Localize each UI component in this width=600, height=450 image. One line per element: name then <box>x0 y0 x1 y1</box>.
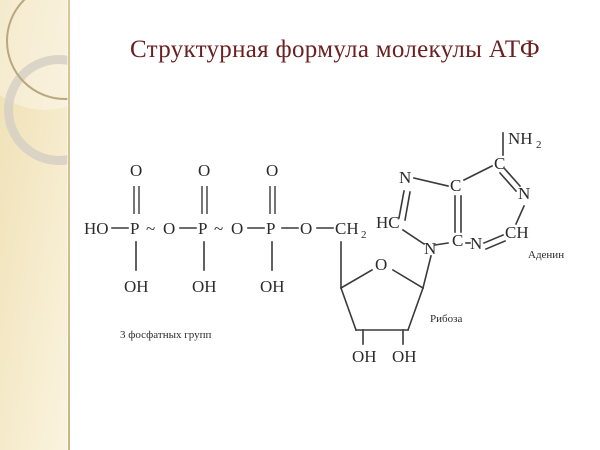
label-bridge-o-1: O <box>163 219 175 238</box>
bond-n7-c5 <box>413 177 449 187</box>
label-adenine-c4: C <box>452 231 463 250</box>
bond-ribose-c4-o <box>339 268 374 290</box>
label-phosphate-groups: 3 фосфатных групп <box>120 329 211 341</box>
label-adenine-amino-subscript: 2 <box>536 139 542 151</box>
label-bridge-o-2: O <box>231 219 243 238</box>
bond-n9-c8 <box>401 228 426 246</box>
decorative-sidebar <box>0 0 70 450</box>
label-methylene-subscript: 2 <box>361 229 367 241</box>
label-adenine-c5: C <box>450 176 461 195</box>
label-hydroxyl-3: OH <box>260 277 285 296</box>
label-adenine-amino: NH <box>508 129 533 148</box>
label-ribose-ring-oxygen: O <box>375 255 387 274</box>
label-adenine-c6: C <box>494 154 505 173</box>
label-methylene: CH <box>335 219 359 238</box>
label-adenine: Аденин <box>528 249 564 261</box>
label-double-o-3: O <box>266 161 278 180</box>
label-phosphorus-1: P <box>130 219 139 238</box>
bond-c6-n1-b <box>498 171 518 193</box>
label-adenine-n3: N <box>470 234 482 253</box>
label-phosphorus-3: P <box>266 219 275 238</box>
label-ribose-hydroxyl-right: OH <box>392 347 417 366</box>
bond-c2-n3-b <box>484 239 507 251</box>
bond-ribose-c1-c2 <box>406 286 425 332</box>
bond-c8-n7-b <box>404 191 411 221</box>
bond-n1-c2 <box>514 204 526 226</box>
bond-c8-n7-a <box>398 190 405 219</box>
bond-glycosidic <box>422 255 432 289</box>
bond-c5-c6 <box>462 164 494 182</box>
label-tilde-2: ~ <box>214 219 223 238</box>
label-adenine-n7: N <box>399 168 411 187</box>
bond-ribose-o-c1 <box>391 268 425 290</box>
bond-c2-n3-a <box>482 233 505 245</box>
label-terminal-ho: HO <box>84 219 109 238</box>
label-ribose-hydroxyl-left: OH <box>352 347 377 366</box>
sidebar-edge-highlight <box>67 0 68 450</box>
label-double-o-2: O <box>198 161 210 180</box>
label-ribose: Рибоза <box>430 313 462 325</box>
label-adenine-c8: HC <box>376 213 400 232</box>
page-title: Структурная формула молекулы АТФ <box>130 36 540 63</box>
label-hydroxyl-2: OH <box>192 277 217 296</box>
label-bridge-o-3: O <box>300 219 312 238</box>
label-phosphorus-2: P <box>198 219 207 238</box>
label-adenine-c2: CH <box>505 223 529 242</box>
bond-ribose-c3-c4 <box>339 286 358 332</box>
sidebar-edge-line <box>68 0 70 450</box>
bond-n9-c4 <box>434 242 449 246</box>
label-tilde-1: ~ <box>146 219 155 238</box>
label-hydroxyl-1: OH <box>124 277 149 296</box>
bond-c6-n1-a <box>502 166 522 188</box>
label-adenine-n9: N <box>424 239 436 258</box>
label-double-o-1: O <box>130 161 142 180</box>
label-adenine-n1: N <box>518 184 530 203</box>
